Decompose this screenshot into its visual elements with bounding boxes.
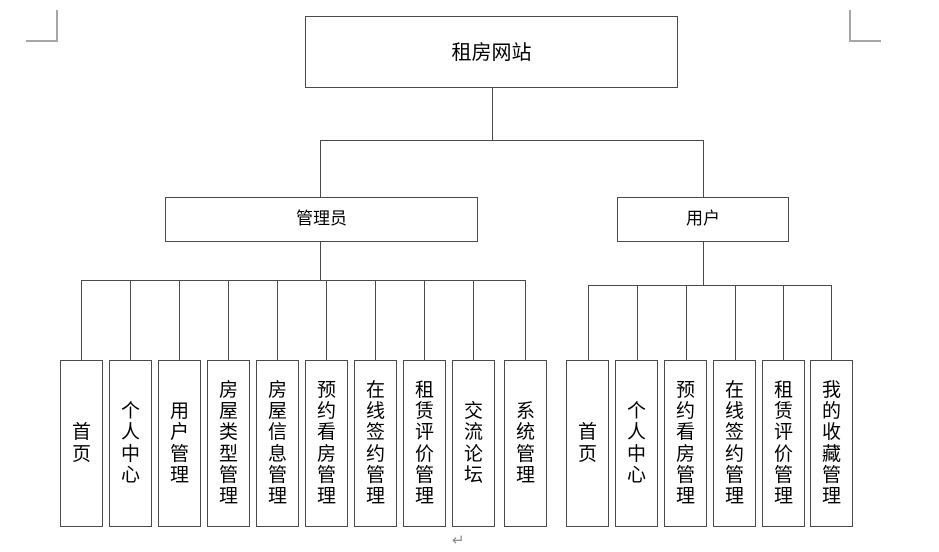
leaf-user-3[interactable]: 预约看房管理 <box>664 360 707 527</box>
leaf-admin-2-label: 个人中心 <box>121 399 141 486</box>
leaf-admin-2[interactable]: 个人中心 <box>109 360 152 527</box>
leaf-admin-5[interactable]: 房屋信息管理 <box>256 360 299 527</box>
edge-user-drop-3 <box>686 285 687 360</box>
edge-level2-bus <box>320 140 704 141</box>
leaf-user-4-label: 在线签约管理 <box>725 378 745 508</box>
leaf-user-3-label: 预约看房管理 <box>676 378 696 508</box>
edge-admin-drop-1 <box>81 280 82 360</box>
edge-admin-bus <box>81 280 526 281</box>
leaf-admin-5-label: 房屋信息管理 <box>268 378 288 508</box>
leaf-admin-1[interactable]: 首页 <box>60 360 103 527</box>
node-admin[interactable]: 管理员 <box>165 197 478 242</box>
leaf-admin-10[interactable]: 系统管理 <box>504 360 547 527</box>
node-root[interactable]: 租房网站 <box>305 16 678 88</box>
page-corner-mark-top-left <box>26 10 58 42</box>
edge-drop-admin <box>320 140 321 197</box>
edge-admin-drop-5 <box>277 280 278 360</box>
node-user-label: 用户 <box>686 208 720 229</box>
leaf-admin-9-label: 交流论坛 <box>464 399 484 486</box>
edge-root-stem <box>492 88 493 140</box>
edge-admin-drop-4 <box>228 280 229 360</box>
edge-admin-drop-7 <box>375 280 376 360</box>
leaf-user-2[interactable]: 个人中心 <box>615 360 658 527</box>
leaf-user-6-label: 我的收藏管理 <box>822 378 842 508</box>
leaf-user-4[interactable]: 在线签约管理 <box>713 360 756 527</box>
edge-user-drop-1 <box>588 285 589 360</box>
leaf-admin-4[interactable]: 房屋类型管理 <box>207 360 250 527</box>
edge-admin-stem <box>320 242 321 280</box>
edge-user-stem <box>703 242 704 285</box>
leaf-admin-7[interactable]: 在线签约管理 <box>354 360 397 527</box>
edge-admin-drop-2 <box>130 280 131 360</box>
edge-user-drop-2 <box>637 285 638 360</box>
leaf-admin-3-label: 用户管理 <box>170 399 190 486</box>
leaf-admin-8[interactable]: 租赁评价管理 <box>403 360 446 527</box>
leaf-user-2-label: 个人中心 <box>627 399 647 486</box>
node-user[interactable]: 用户 <box>617 197 789 242</box>
node-root-label: 租房网站 <box>451 39 532 64</box>
leaf-user-6[interactable]: 我的收藏管理 <box>810 360 853 527</box>
page-corner-mark-top-right <box>849 10 881 42</box>
leaf-user-1[interactable]: 首页 <box>566 360 609 527</box>
leaf-admin-10-label: 系统管理 <box>516 399 536 486</box>
edge-drop-user <box>703 140 704 197</box>
leaf-admin-7-label: 在线签约管理 <box>366 378 386 508</box>
edge-user-bus <box>588 285 831 286</box>
edge-admin-drop-8 <box>424 280 425 360</box>
leaf-user-1-label: 首页 <box>578 421 598 465</box>
leaf-admin-8-label: 租赁评价管理 <box>415 378 435 508</box>
leaf-admin-4-label: 房屋类型管理 <box>219 378 239 508</box>
leaf-admin-6[interactable]: 预约看房管理 <box>305 360 348 527</box>
edge-user-drop-4 <box>735 285 736 360</box>
edge-user-drop-5 <box>783 285 784 360</box>
edge-admin-drop-10 <box>525 280 526 360</box>
leaf-user-5-label: 租赁评价管理 <box>774 378 794 508</box>
leaf-admin-3[interactable]: 用户管理 <box>158 360 201 527</box>
node-admin-label: 管理员 <box>296 208 347 229</box>
paragraph-mark: ↵ <box>452 531 465 549</box>
leaf-admin-6-label: 预约看房管理 <box>317 378 337 508</box>
edge-admin-drop-3 <box>179 280 180 360</box>
leaf-admin-9[interactable]: 交流论坛 <box>452 360 495 527</box>
edge-user-drop-6 <box>831 285 832 360</box>
edge-admin-drop-9 <box>473 280 474 360</box>
leaf-admin-1-label: 首页 <box>72 421 92 465</box>
edge-admin-drop-6 <box>326 280 327 360</box>
leaf-user-5[interactable]: 租赁评价管理 <box>762 360 805 527</box>
